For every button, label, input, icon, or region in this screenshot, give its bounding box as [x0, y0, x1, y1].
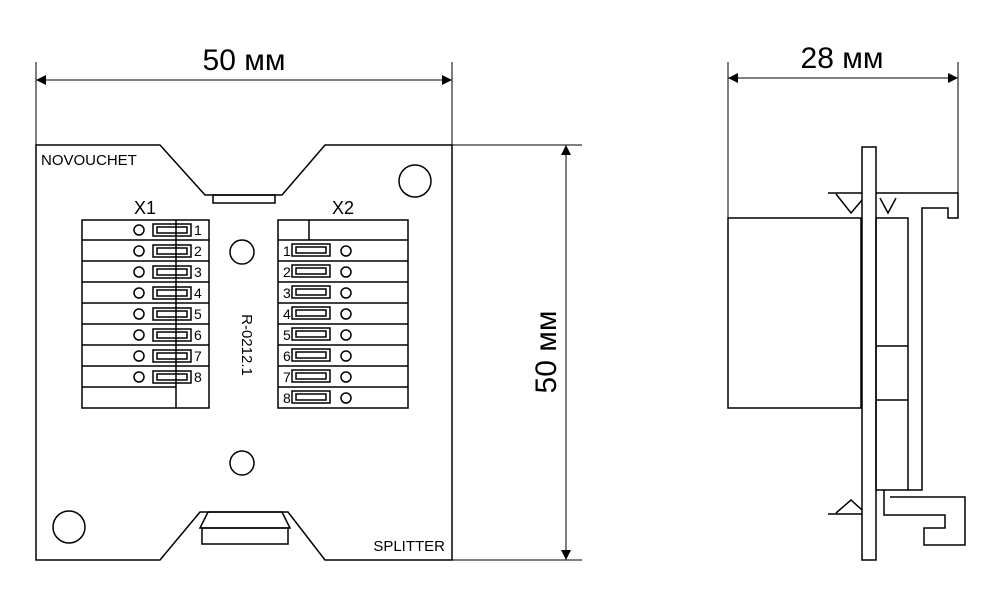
bottom-latch-body	[201, 527, 289, 545]
x1-pin-label: 2	[194, 243, 202, 259]
center-hole-bottom	[229, 450, 255, 476]
x1-pin-label: 8	[194, 369, 202, 385]
x2-pin-label: 5	[283, 327, 291, 343]
terminal-block-x1	[81, 219, 210, 409]
x1-pin-label: 4	[194, 285, 202, 301]
side-housing	[727, 217, 862, 409]
block-x2-title: X2	[332, 198, 354, 218]
x1-pin-label: 5	[194, 306, 202, 322]
x2-contacts	[291, 243, 331, 404]
x2-pin-label: 6	[283, 348, 291, 364]
x2-pin-label: 7	[283, 369, 291, 385]
x2-pin-numbers: 1 2 3 4 5 6 7 8	[283, 243, 291, 406]
bottom-latch	[198, 511, 292, 529]
mount-hole-top-right	[398, 164, 432, 198]
product-label: SPLITTER	[373, 538, 445, 555]
model-label: R-0212.1	[238, 314, 255, 376]
x1-screws	[133, 224, 145, 383]
terminal-block-x2	[277, 219, 409, 409]
x1-pin-label: 3	[194, 264, 202, 280]
x1-pin-label: 1	[194, 222, 202, 238]
side-top-clip	[876, 192, 959, 491]
x1-pin-label: 7	[194, 348, 202, 364]
brand-label: NOVOUCHET	[41, 152, 137, 169]
x2-pin-label: 2	[283, 264, 291, 280]
mount-hole-bottom-left	[52, 510, 86, 544]
x1-pin-label: 6	[194, 327, 202, 343]
x1-pin-numbers: 1 2 3 4 5 6 7 8	[194, 222, 202, 385]
center-hole-top	[229, 239, 255, 265]
x2-pin-label: 1	[283, 243, 291, 259]
block-x1-title: X1	[134, 198, 156, 218]
x2-pin-label: 4	[283, 306, 291, 322]
x2-pin-label: 3	[283, 285, 291, 301]
side-rear-body	[875, 217, 909, 491]
x2-pin-label: 8	[283, 390, 291, 406]
front-view	[35, 62, 582, 561]
side-bottom-clip	[883, 490, 966, 546]
x1-contacts	[152, 223, 192, 384]
top-latch	[212, 194, 276, 204]
depth-label: 28 мм	[801, 42, 884, 75]
height-label: 50 мм	[530, 311, 563, 394]
width-label: 50 мм	[203, 44, 286, 77]
side-view	[727, 62, 966, 561]
side-board	[861, 146, 877, 561]
x2-screws	[340, 245, 352, 404]
